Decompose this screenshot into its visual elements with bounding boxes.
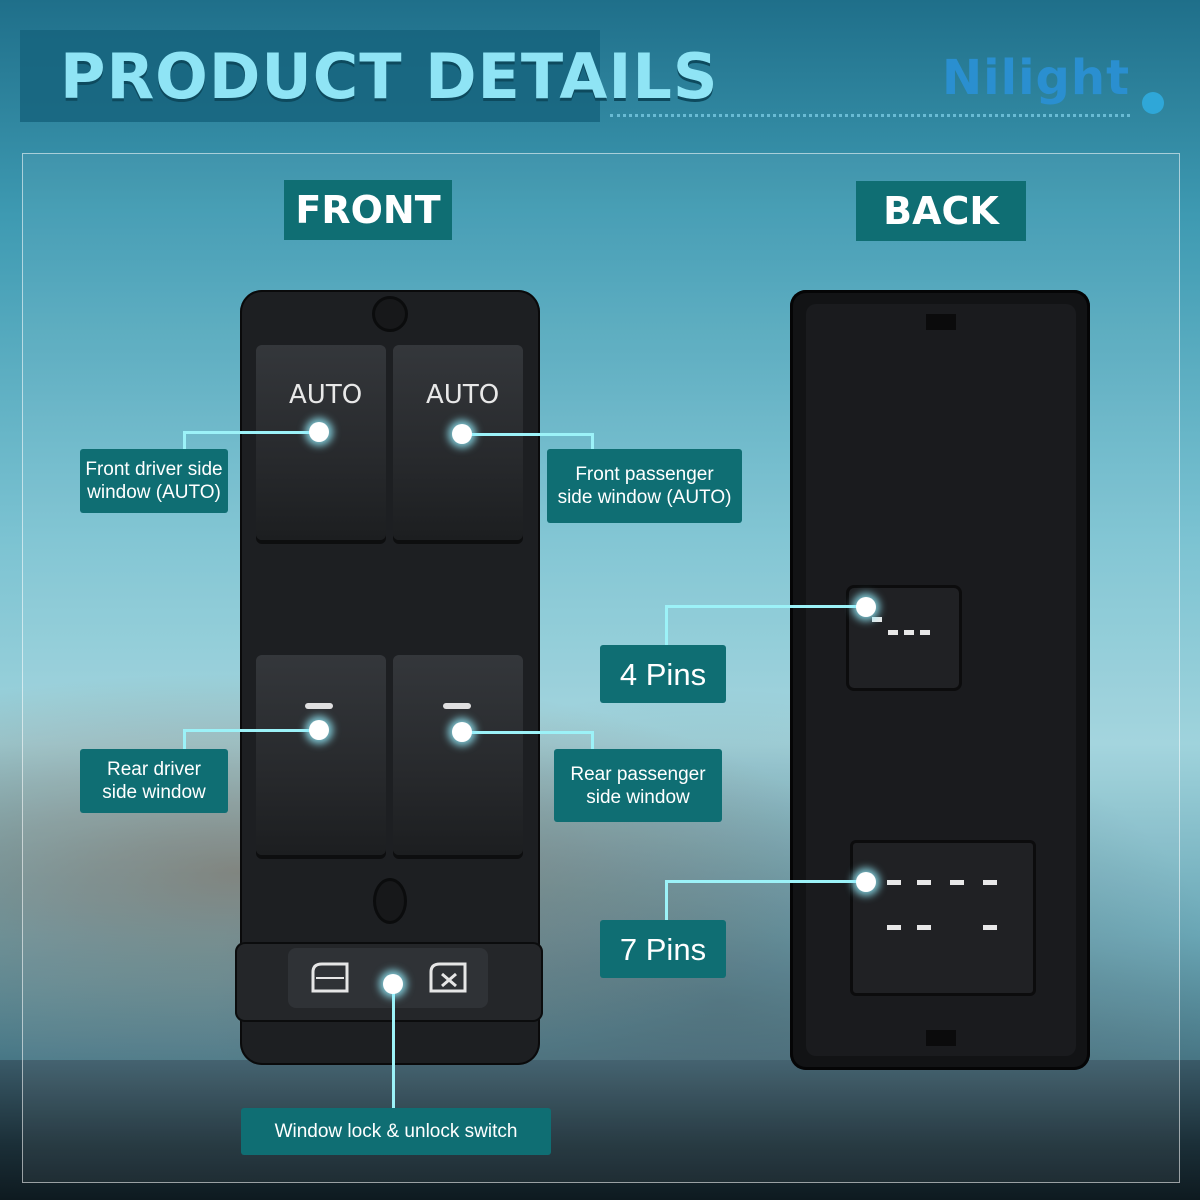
leader-line	[665, 605, 668, 645]
leader-line	[462, 433, 594, 436]
pin	[887, 880, 901, 885]
rear-left-indicator-icon	[305, 703, 333, 709]
label-7-pins: 7 Pins	[600, 920, 726, 978]
auto-label-right: AUTO	[426, 380, 500, 410]
brand-dot-icon	[1142, 92, 1164, 114]
brand-logo: Nilight	[942, 50, 1131, 106]
header-box	[20, 30, 600, 122]
callout-dot	[383, 974, 403, 994]
callout-dot	[309, 720, 329, 740]
callout-dot	[452, 424, 472, 444]
screw-hole-top	[372, 296, 408, 332]
front-section-title: FRONT	[284, 180, 452, 240]
window-unlocked-icon	[311, 962, 349, 993]
leader-line	[591, 433, 594, 449]
top-clip	[926, 314, 956, 330]
page-title: PRODUCT DETAILS	[60, 40, 719, 113]
leader-line	[462, 731, 594, 734]
label-4-pins: 4 Pins	[600, 645, 726, 703]
rear-driver-window-button	[256, 655, 386, 855]
auto-label-left: AUTO	[289, 380, 363, 410]
rear-passenger-window-button	[393, 655, 523, 855]
screw-hole-bottom	[373, 878, 407, 924]
callout-dot	[452, 722, 472, 742]
pin	[983, 880, 997, 885]
label-lock-switch: Window lock & unlock switch	[241, 1108, 551, 1155]
pin	[920, 630, 930, 635]
front-driver-window-button	[256, 345, 386, 540]
leader-line	[665, 880, 865, 883]
leader-line	[183, 431, 186, 449]
label-front-passenger: Front passenger side window (AUTO)	[547, 449, 742, 523]
callout-dot	[856, 597, 876, 617]
window-locked-icon	[429, 962, 467, 993]
pin	[887, 925, 901, 930]
pin	[904, 630, 914, 635]
pin	[888, 630, 898, 635]
label-rear-passenger: Rear passenger side window	[554, 749, 722, 822]
callout-dot	[309, 422, 329, 442]
leader-line	[183, 431, 319, 434]
bottom-clip	[926, 1030, 956, 1046]
pin	[917, 925, 931, 930]
leader-line	[392, 984, 395, 1108]
leader-line	[183, 729, 319, 732]
back-section-title: BACK	[856, 181, 1026, 241]
label-front-driver: Front driver side window (AUTO)	[80, 449, 228, 513]
pin	[983, 925, 997, 930]
brand-divider	[610, 114, 1130, 117]
leader-line	[665, 605, 865, 608]
leader-line	[183, 729, 186, 749]
connector-7-pin	[850, 840, 1036, 996]
leader-line	[591, 731, 594, 749]
pin	[950, 880, 964, 885]
pin	[872, 617, 882, 622]
leader-line	[665, 880, 668, 920]
background-water	[0, 1060, 1200, 1200]
rear-right-indicator-icon	[443, 703, 471, 709]
pin	[917, 880, 931, 885]
label-rear-driver: Rear driver side window	[80, 749, 228, 813]
callout-dot	[856, 872, 876, 892]
